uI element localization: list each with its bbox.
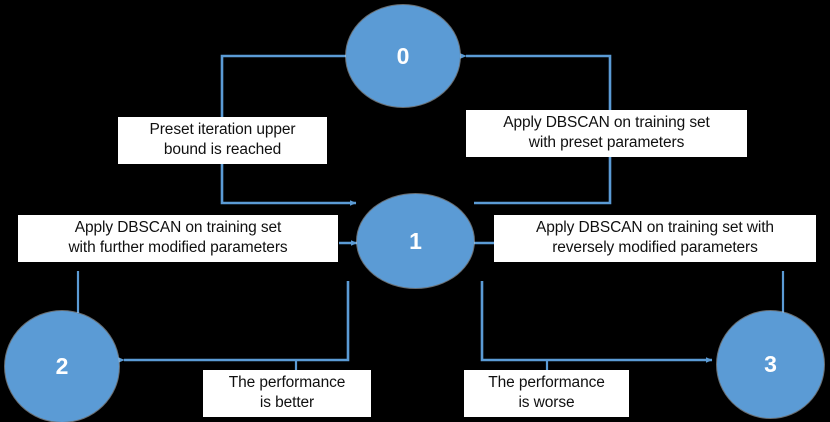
edge-label-line-1: Apply DBSCAN on training set [74,219,282,236]
edge-label-apply-dbscan-preset-parameters: Apply DBSCAN on training set with preset… [466,110,747,158]
state-node-2-label: 2 [55,353,69,379]
state-node-3-label: 3 [764,351,777,377]
edge-label-line-2: with preset parameters [528,134,685,152]
edge-label-apply-dbscan-further-modified-parameters: Apply DBSCAN on training set with furthe… [18,215,338,263]
edge-label-performance-is-better: The performance is better [203,370,371,418]
state-node-3[interactable]: 3 [717,311,824,418]
edge-label-performance-is-worse: The performance is worse [464,370,629,418]
edge-label-line-2: reversely modified parameters [552,239,758,257]
edge-label-preset-iteration-upper-bound: Preset iteration upper bound is reached [118,117,327,165]
state-node-1[interactable]: 1 [357,194,474,288]
state-node-0[interactable]: 0 [346,5,460,107]
edge-label-line-1: The performance [488,374,605,391]
edge-label-apply-dbscan-reversely-modified-parameters: Apply DBSCAN on training set with revers… [494,215,816,263]
edge-1-to-2 [118,281,350,363]
edge-label-line-2: bound is reached [163,141,282,159]
state-node-1-label: 1 [409,227,422,254]
edge-1-to-3 [480,281,713,363]
edge-label-line-1: The performance [228,374,346,391]
edge-label-line-2: is worse [518,394,575,412]
state-node-0-label: 0 [396,42,410,69]
state-node-2[interactable]: 2 [5,311,119,422]
edge-label-line-2: with further modified parameters [68,239,288,257]
edge-label-line-1: Preset iteration upper [149,121,296,138]
edge-label-line-1: Apply DBSCAN on training set [503,114,710,131]
edge-label-line-2: is better [259,394,315,412]
edge-label-line-1: Apply DBSCAN on training set with [536,219,774,236]
